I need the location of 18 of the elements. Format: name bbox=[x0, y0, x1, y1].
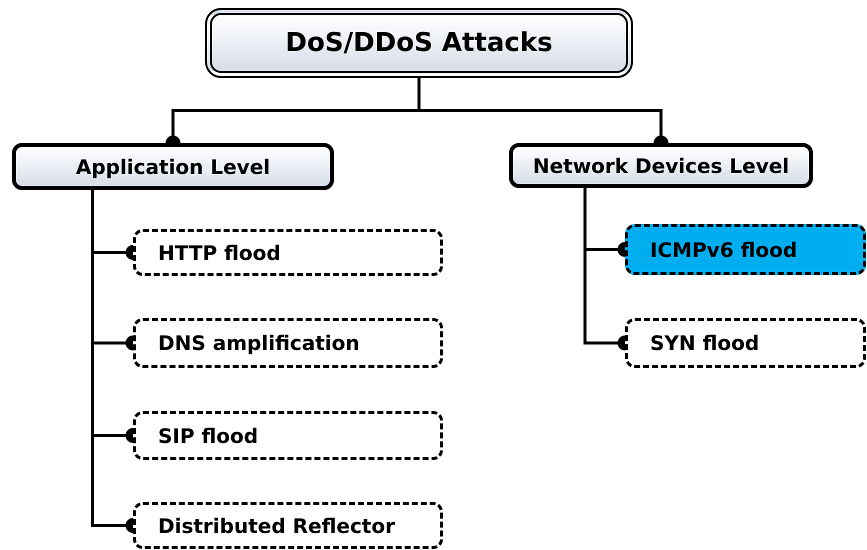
node-label: DoS/DDoS Attacks bbox=[285, 28, 553, 58]
node-label: Distributed Reflector bbox=[158, 514, 395, 538]
node-label: DNS amplification bbox=[158, 331, 360, 355]
root-box bbox=[205, 8, 633, 78]
node-label: Network Devices Level bbox=[532, 154, 790, 178]
highlighted-leaf-box bbox=[625, 224, 866, 275]
leaf-box bbox=[625, 318, 866, 368]
node-label: HTTP flood bbox=[158, 240, 281, 264]
category-box bbox=[509, 143, 813, 188]
node-label: SYN flood bbox=[650, 331, 760, 355]
leaf-box bbox=[133, 411, 443, 460]
node-label: ICMPv6 flood bbox=[650, 238, 798, 262]
leaf-box bbox=[133, 318, 443, 368]
node-label: SIP flood bbox=[158, 424, 258, 448]
leaf-box bbox=[133, 502, 443, 549]
category-box bbox=[12, 143, 334, 190]
leaf-box bbox=[133, 229, 443, 276]
node-label: Application Level bbox=[76, 154, 270, 178]
